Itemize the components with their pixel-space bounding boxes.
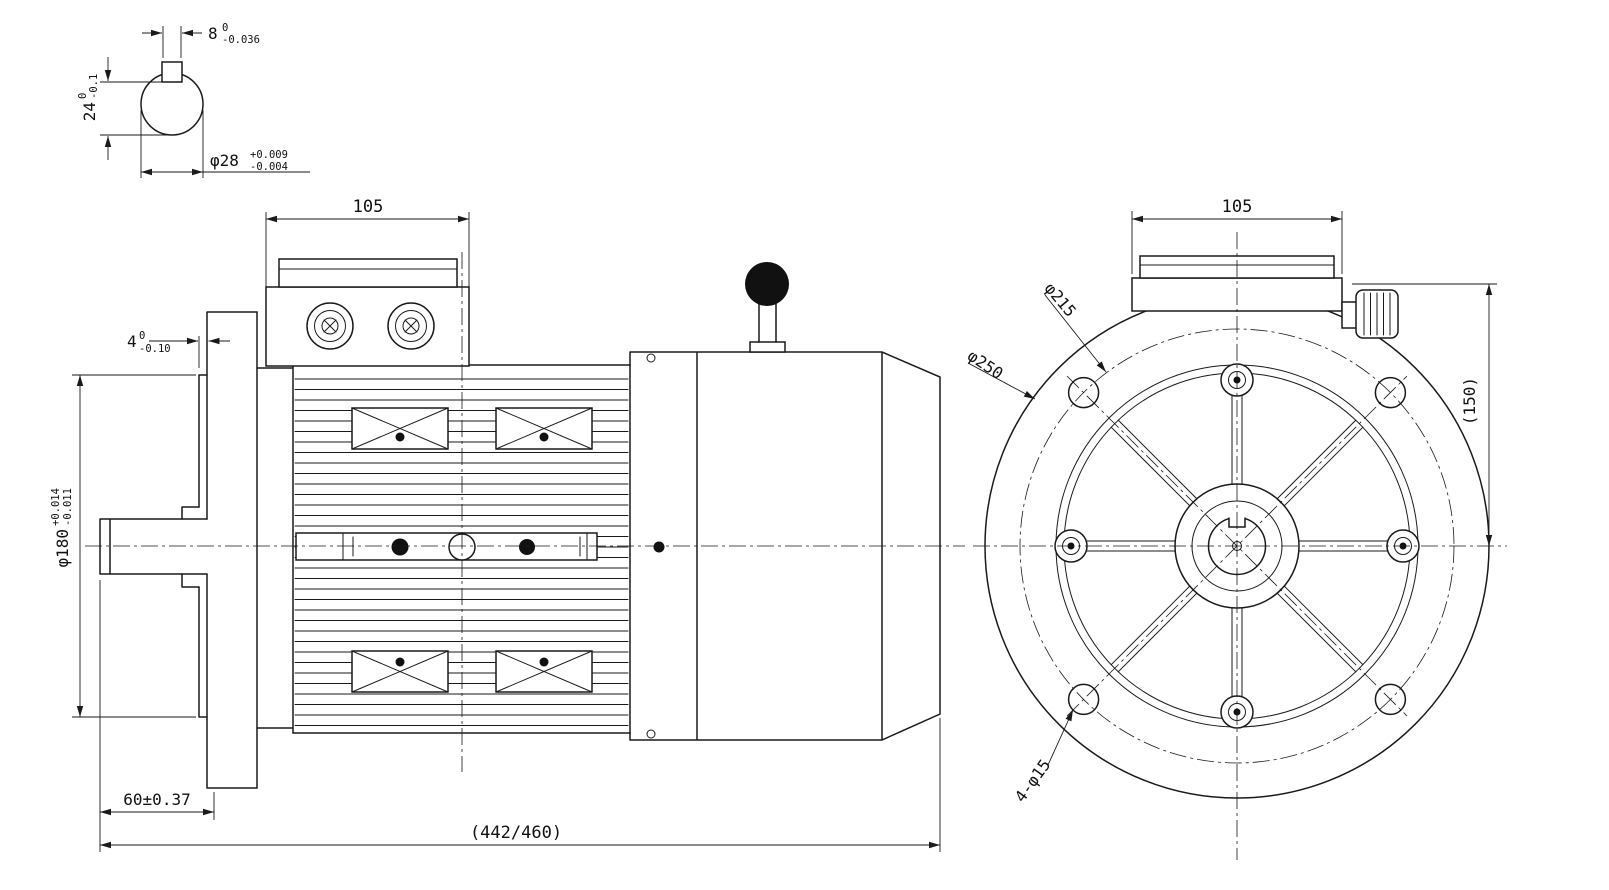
- tie-rod-bosses: [351, 407, 593, 693]
- flange-plate: [206, 311, 258, 789]
- drain-hole: [653, 541, 665, 553]
- dim-register-diameter: φ180 +0.014 -0.011: [50, 374, 196, 718]
- shaft-key-section-view: 8 0 -0.036 24 0 -0.1 φ28 +0.009 -0.004: [77, 22, 310, 178]
- dim-height-ref: (150): [1352, 283, 1497, 546]
- side-view-centerlines: [85, 252, 965, 772]
- height-ref-label: (150): [1460, 377, 1479, 425]
- eye-bolt-side: [745, 262, 789, 353]
- eye-bolt-ball: [745, 262, 789, 306]
- knurl-ribs: [1363, 292, 1391, 336]
- dim-terminal-box-width-side: 105: [265, 197, 470, 287]
- register-depth-tol-low: -0.10: [139, 343, 171, 355]
- key-width-value: 8: [208, 24, 218, 43]
- dim-key-height: 24 0 -0.1: [77, 57, 171, 160]
- flange-dia-label: φ250: [964, 346, 1007, 383]
- keyway-outline: [161, 61, 183, 83]
- motor-side-view: 105 4 0 -0.10 φ180 +0.014 -0.011 60±0.37: [50, 197, 965, 852]
- bearing-hub: [181, 506, 200, 588]
- dim-flange-diameter: φ250: [964, 346, 1036, 400]
- register-depth-value: 4: [127, 332, 137, 351]
- front-view-centerlines: [973, 232, 1507, 860]
- dim-shaft-extension: 60±0.37: [99, 580, 215, 852]
- front-box-width-label: 105: [1222, 197, 1253, 217]
- keyway-mask: [162, 62, 182, 82]
- ribs: [1063, 372, 1411, 720]
- register-dia-tol-low: -0.011: [62, 488, 74, 526]
- register-depth-tol-up: 0: [139, 330, 145, 342]
- dim-terminal-box-width-front: 105: [1131, 197, 1343, 274]
- terminal-box-side: [265, 258, 470, 367]
- dim-shaft-diameter: φ28 +0.009 -0.004: [140, 110, 310, 178]
- shaft-dia-tol-up: +0.009: [250, 149, 288, 161]
- key-width-tol-low: -0.036: [222, 34, 260, 46]
- shaft: [99, 518, 208, 575]
- key-height-tol-up: 0: [77, 93, 89, 99]
- dim-register-depth: 4 0 -0.10: [127, 330, 230, 368]
- dim-key-width: 8 0 -0.036: [142, 22, 260, 58]
- eye-bolt-front: [1341, 289, 1399, 339]
- cable-gland-left: [306, 302, 354, 350]
- mounting-holes-label: 4-φ15: [1011, 756, 1055, 806]
- dim-overall-length: (442/460): [100, 718, 941, 852]
- key-height-tol-low: -0.1: [88, 74, 100, 99]
- register-dia-value: φ180: [53, 529, 72, 568]
- motor-front-view: 105 φ215 φ250 (150) 4-φ15: [964, 197, 1507, 860]
- housing-bolt-top: [646, 353, 656, 363]
- register-dia-tol-up: +0.014: [50, 488, 62, 526]
- side-box-width-label: 105: [353, 197, 384, 217]
- flange-bolt-holes: [1067, 376, 1407, 716]
- shaft-dia-tol-low: -0.004: [250, 161, 288, 173]
- end-bell: [256, 364, 294, 734]
- shaft-dia-value: φ28: [210, 151, 239, 170]
- housing-bolt-bottom: [646, 729, 656, 739]
- key-width-tol-up: 0: [222, 22, 228, 34]
- overall-length-label: (442/460): [470, 823, 562, 843]
- key-height-value: 24: [80, 102, 99, 121]
- register-ring: [198, 374, 208, 718]
- shaft-extension-label: 60±0.37: [123, 790, 190, 809]
- center-band: [295, 532, 598, 561]
- bolt-circle-label: φ215: [1041, 279, 1080, 321]
- cable-gland-right: [387, 302, 435, 350]
